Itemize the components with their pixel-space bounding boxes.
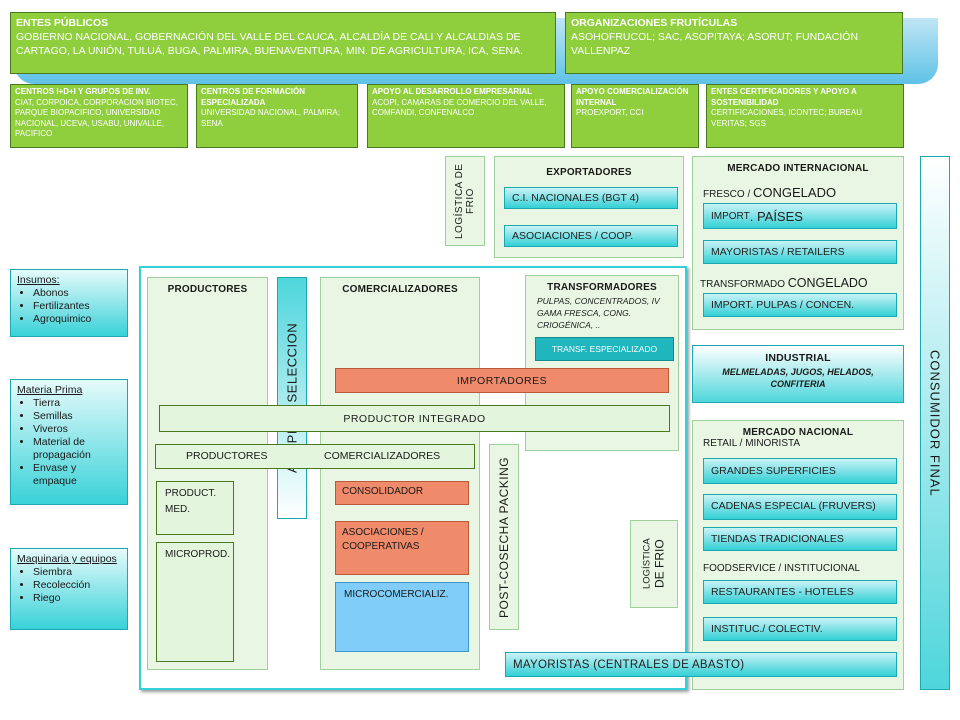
insumos-box: Insumos: Abonos Fertilizantes Agroquimic…	[10, 269, 128, 337]
exportadores-title: EXPORTADORES	[546, 167, 632, 178]
microprod-box: MICROPROD.	[156, 542, 234, 662]
transformadores-text: PULPAS, CONCENTRADOS, IV GAMA FRESCA, CO…	[537, 296, 660, 330]
bar-productores-label: PRODUCTORES	[186, 450, 268, 462]
list-item: Agroquimico	[33, 313, 121, 326]
mayoristas-centrales: MAYORISTAS (CENTRALES DE ABASTO)	[505, 652, 897, 677]
post-cosecha-packing: POST-COSECHA PACKING	[489, 444, 519, 630]
list-item: Recolección	[33, 579, 121, 592]
industrial-box: INDUSTRIAL MELMELADAS, JUGOS, HELADOS, C…	[692, 345, 904, 403]
support-text: PROEXPORT, CCI	[576, 108, 644, 117]
list-item: Viveros	[33, 423, 121, 436]
import-pulpas: IMPORT. PULPAS / CONCEN.	[703, 293, 897, 317]
entes-publicos-text: GOBIERNO NACIONAL, GOBERNACIÓN DEL VALLE…	[16, 31, 524, 57]
list-item: Siembra	[33, 566, 121, 579]
foodservice-label: FOODSERVICE / INSTITUCIONAL	[703, 563, 861, 574]
grandes-superficies: GRANDES SUPERFICIES	[703, 458, 897, 484]
import-paises: IMPORT. PAÍSES	[703, 203, 897, 229]
support-title: ENTES CERTIFICADORES Y APOYO A SOSTENIBI…	[711, 87, 857, 107]
support-box-certificadores: ENTES CERTIFICADORES Y APOYO A SOSTENIBI…	[706, 84, 904, 148]
insumos-title: Insumos:	[17, 274, 60, 286]
organizaciones-text: ASOHOFRUCOL; SAC, ASOPITAYA; ASORUT; FUN…	[571, 31, 859, 57]
logistica-frio-bottom: LOGÍSTICA DE FRIO	[630, 520, 678, 608]
support-title: CENTROS I+D+I Y GRUPOS DE INV.	[15, 87, 151, 96]
importadores-bar: IMPORTADORES	[335, 368, 669, 393]
list-item: Material de propagación	[33, 436, 121, 462]
maquinaria-box: Maquinaria y equipos Siembra Recolección…	[10, 548, 128, 630]
retail-label: RETAIL / MINORISTA	[703, 438, 801, 449]
support-box-empresarial: APOYO AL DESARROLLO EMPRESARIAL ACOPI, C…	[367, 84, 565, 148]
consumidor-final: CONSUMIDOR FINAL	[920, 156, 950, 690]
support-title: APOYO AL DESARROLLO EMPRESARIAL	[372, 87, 533, 96]
support-text: ACOPI, CAMARAS DE COMERCIO DEL VALLE, CO…	[372, 97, 547, 118]
asociaciones-box: ASOCIACIONES / COOPERATIVAS	[335, 521, 469, 575]
support-box-formacion: CENTROS DE FORMACIÓN ESPECIALIZADA UNIVE…	[196, 84, 358, 148]
bar-comercializadores-label: COMERCIALIZADORES	[324, 450, 441, 462]
logistica-frio-top: LOGÍSTICA DE FRIO	[445, 156, 485, 246]
support-title: APOYO COMERCIALIZACIÓN INTERNAL	[576, 87, 689, 107]
industrial-title: INDUSTRIAL	[765, 352, 831, 364]
list-item: Semillas	[33, 410, 121, 423]
entes-publicos-box: ENTES PÚBLICOS GOBIERNO NACIONAL, GOBERN…	[10, 12, 556, 74]
support-box-idi: CENTROS I+D+I Y GRUPOS DE INV. CIAT, COR…	[10, 84, 188, 148]
instituc-colectiv: INSTITUC./ COLECTIV.	[703, 617, 897, 641]
support-box-comercializacion: APOYO COMERCIALIZACIÓN INTERNAL PROEXPOR…	[571, 84, 699, 148]
microcomercializ-box: MICROCOMERCIALIZ.	[335, 582, 469, 652]
mercado-internacional-title: MERCADO INTERNACIONAL	[727, 163, 869, 174]
support-text: CIAT, CORPOICA, CORPORACION BIOTEC, PARQ…	[15, 97, 178, 139]
acopio-seleccion: ACOPIO Y SELECCION	[277, 277, 307, 519]
organizaciones-box: ORGANIZACIONES FRUTÍCULAS ASOHOFRUCOL; S…	[565, 12, 903, 74]
support-title: CENTROS DE FORMACIÓN ESPECIALIZADA	[201, 87, 305, 107]
list-item: Envase y empaque	[33, 462, 121, 488]
product-med-box: PRODUCT. MED.	[156, 481, 234, 535]
cadenas-especial: CADENAS ESPECIAL (FRUVERS)	[703, 494, 897, 520]
restaurantes-hoteles: RESTAURANTES - HOTELES	[703, 580, 897, 604]
list-item: Abonos	[33, 287, 121, 300]
transformado-label: TRANSFORMADO CONGELADO	[700, 276, 868, 290]
materia-prima-box: Materia Prima Tierra Semillas Viveros Ma…	[10, 379, 128, 505]
mayoristas-retailers: MAYORISTAS / RETAILERS	[703, 240, 897, 264]
materia-prima-title: Materia Prima	[17, 384, 83, 396]
mercado-nacional-title: MERCADO NACIONAL	[742, 427, 854, 438]
entes-publicos-title: ENTES PÚBLICOS	[16, 17, 109, 29]
list-item: Riego	[33, 592, 121, 605]
organizaciones-title: ORGANIZACIONES FRUTÍCULAS	[571, 17, 738, 29]
productores-comercializadores-bar: PRODUCTORES COMERCIALIZADORES	[155, 444, 475, 469]
industrial-text: MELMELADAS, JUGOS, HELADOS, CONFITERIA	[722, 367, 874, 389]
fresco-label: FRESCO / CONGELADO	[703, 185, 837, 200]
productores-title: PRODUCTORES	[167, 284, 248, 295]
productor-integrado-bar: PRODUCTOR INTEGRADO	[159, 405, 670, 432]
support-text: CERTIFICACIONES, ICONTEC; BUREAU VERITAS…	[711, 108, 862, 128]
comercializadores-title: COMERCIALIZADORES	[342, 284, 458, 295]
transf-especializado: TRANSF. ESPECIALIZADO	[535, 337, 674, 361]
tiendas-tradicionales: TIENDAS TRADICIONALES	[703, 527, 897, 551]
maquinaria-title: Maquinaria y equipos	[17, 553, 117, 565]
list-item: Tierra	[33, 397, 121, 410]
exportador-asociaciones: ASOCIACIONES / COOP.	[504, 225, 678, 247]
list-item: Fertilizantes	[33, 300, 121, 313]
exportador-ci: C.I. NACIONALES (BGT 4)	[504, 187, 678, 209]
support-text: UNIVERSIDAD NACIONAL, PALMIRA; SENA	[201, 108, 340, 128]
consolidador-box: CONSOLIDADOR	[335, 481, 469, 505]
transformadores-title: TRANSFORMADORES	[547, 282, 657, 293]
